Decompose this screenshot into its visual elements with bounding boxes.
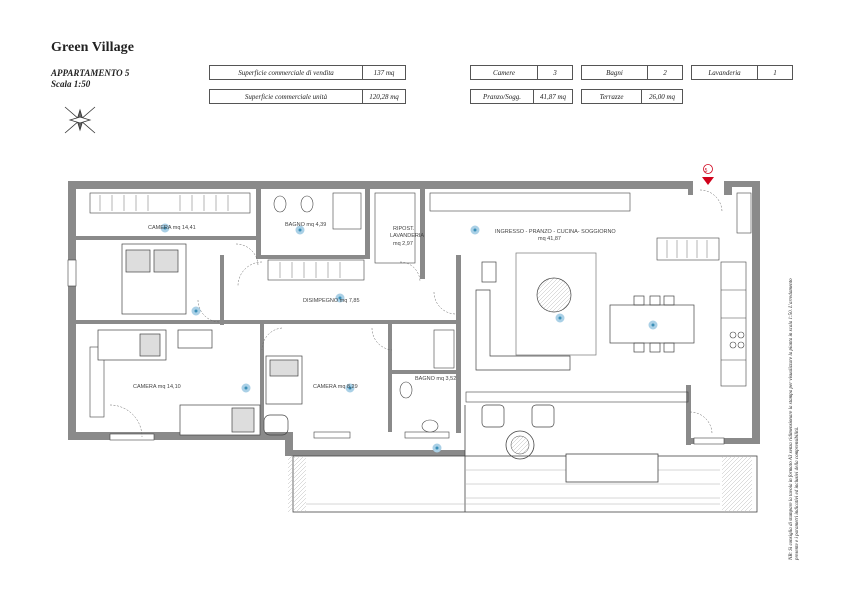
sup-utile-box: Superficie commerciale unità 120,28 mq — [209, 89, 406, 104]
room-label-soggiorno-area: mq 41,87 — [538, 236, 561, 242]
room-label-ripost: RIPOST. — [393, 226, 415, 232]
project-title: Green Village — [51, 40, 135, 55]
terrazze-label: Terrazze — [582, 90, 642, 103]
bagni-label: Bagni — [582, 66, 648, 79]
room-label-disimpegno: DISIMPEGNO mq 7,85 — [303, 298, 360, 304]
bagni-value: 2 — [663, 68, 667, 77]
apartment-heading: APPARTAMENTO 5 Scala 1:50 — [51, 68, 129, 90]
sup-vendita-box: Superficie commerciale di vendita 137 mq — [209, 65, 406, 80]
lavanderia-box: Lavanderia 1 — [691, 65, 793, 80]
pranzo-box: Pranzo/Sogg. 41,87 mq — [470, 89, 573, 104]
terrazze-box: Terrazze 26,00 mq — [581, 89, 683, 104]
room-label-lavanderia: LAVANDERIA — [390, 233, 424, 239]
sup-utile-label: Superficie commerciale unità — [210, 90, 363, 103]
windows — [67, 259, 725, 445]
camere-label: Camere — [471, 66, 538, 79]
sensor-dots — [160, 223, 658, 453]
sup-vendita-label: Superficie commerciale di vendita — [210, 66, 363, 79]
room-label-ripost-area: mq 2,97 — [393, 241, 413, 247]
bathroom-fixtures — [273, 192, 455, 433]
pranzo-label: Pranzo/Sogg. — [471, 90, 534, 103]
interior-walls — [76, 189, 461, 433]
compass-icon — [64, 106, 96, 134]
room-label-bagno2: BAGNO mq 3,52 — [415, 376, 456, 382]
wardrobes — [89, 192, 752, 418]
print-note: NB: Si consiglia di stampare la tavola i… — [789, 278, 800, 560]
lavanderia-value: 1 — [773, 68, 777, 77]
apartment-name: APPARTAMENTO 5 — [51, 68, 130, 78]
scale-label: Scala 1:50 — [51, 79, 91, 89]
pranzo-value: 41,87 mq — [539, 92, 567, 101]
camere-value: 3 — [553, 68, 557, 77]
room-label-camera1: CAMERA mq 14,41 — [148, 225, 196, 231]
room-label-camera3: CAMERA mq 8,29 — [313, 384, 358, 390]
kitchen — [720, 261, 747, 387]
terrazze-value: 26,00 mq — [648, 92, 676, 101]
bagni-box: Bagni 2 — [581, 65, 683, 80]
sup-utile-value: 120,28 mq — [369, 92, 399, 101]
room-label-camera2: CAMERA mq 14,10 — [133, 384, 181, 390]
section-marker-label: 5 — [705, 168, 708, 174]
doors — [109, 189, 723, 438]
living-furniture — [263, 252, 695, 436]
terrace — [288, 391, 758, 513]
section-marker — [702, 164, 714, 185]
beds — [97, 243, 303, 436]
camere-box: Camere 3 — [470, 65, 573, 80]
sup-vendita-value: 137 mq — [373, 68, 395, 77]
room-label-bagno1: BAGNO mq 4,39 — [285, 222, 326, 228]
room-label-soggiorno: INGRESSO - PRANZO - CUCINA- SOGGIORNO — [495, 229, 616, 235]
lavanderia-label: Lavanderia — [692, 66, 758, 79]
